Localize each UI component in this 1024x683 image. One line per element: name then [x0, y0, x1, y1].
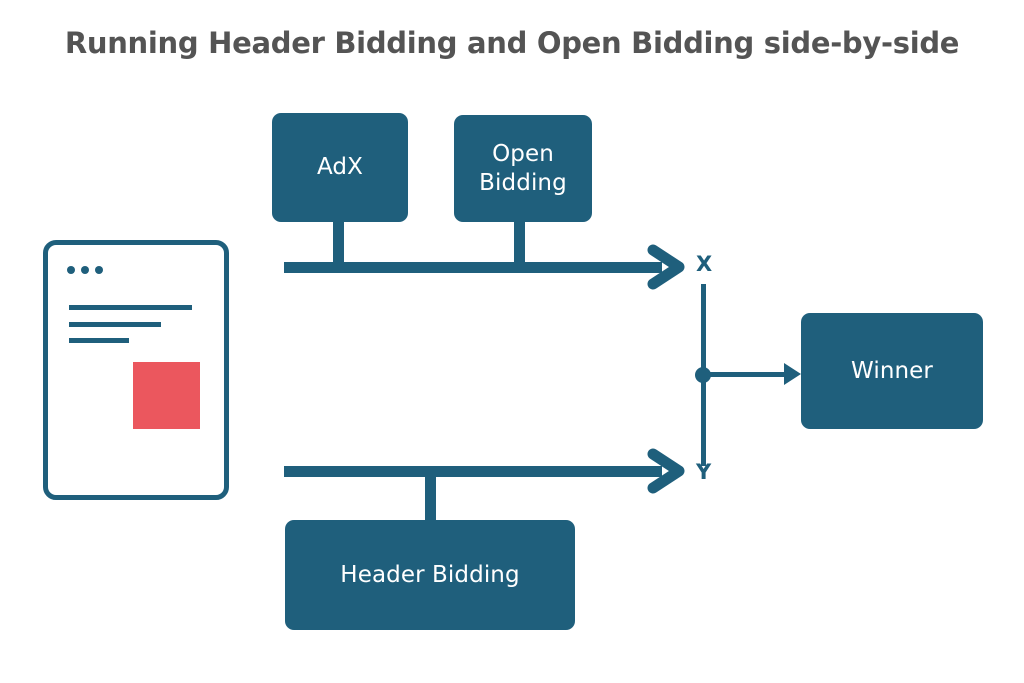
node-adx[interactable]: AdX	[272, 113, 408, 222]
node-adx-label: AdX	[317, 154, 363, 181]
node-header-bidding[interactable]: Header Bidding	[285, 520, 575, 630]
chevron-right-arrow-icon	[645, 244, 691, 290]
node-open-bidding-label: Open Bidding	[479, 140, 567, 196]
page-text-line	[69, 322, 161, 327]
page-text-line	[69, 338, 129, 343]
junction-dot-icon	[695, 367, 711, 383]
node-winner-label: Winner	[851, 357, 933, 384]
window-dot-icon	[95, 266, 103, 274]
winner-arrow-shaft	[709, 372, 787, 377]
window-dot-icon	[67, 266, 75, 274]
connector-stem-open-bidding	[514, 220, 525, 268]
node-open-bidding[interactable]: Open Bidding	[454, 115, 592, 222]
connector-stem-adx	[333, 220, 344, 268]
axis-label-y: Y	[696, 460, 712, 484]
ad-slot-placeholder	[133, 362, 200, 429]
chevron-right-arrow-icon	[645, 448, 691, 494]
page-title: Running Header Bidding and Open Bidding …	[64, 26, 960, 60]
bus-line-bottom	[284, 466, 662, 477]
window-dot-icon	[81, 266, 89, 274]
connector-stem-header-bidding	[425, 470, 436, 522]
page-text-line	[69, 305, 192, 310]
node-header-bidding-label: Header Bidding	[340, 561, 520, 588]
publisher-page-mockup	[43, 240, 229, 500]
axis-label-x: X	[696, 252, 713, 276]
node-winner[interactable]: Winner	[801, 313, 983, 429]
triangle-right-arrow-icon	[784, 363, 801, 385]
bus-line-top	[284, 262, 662, 273]
